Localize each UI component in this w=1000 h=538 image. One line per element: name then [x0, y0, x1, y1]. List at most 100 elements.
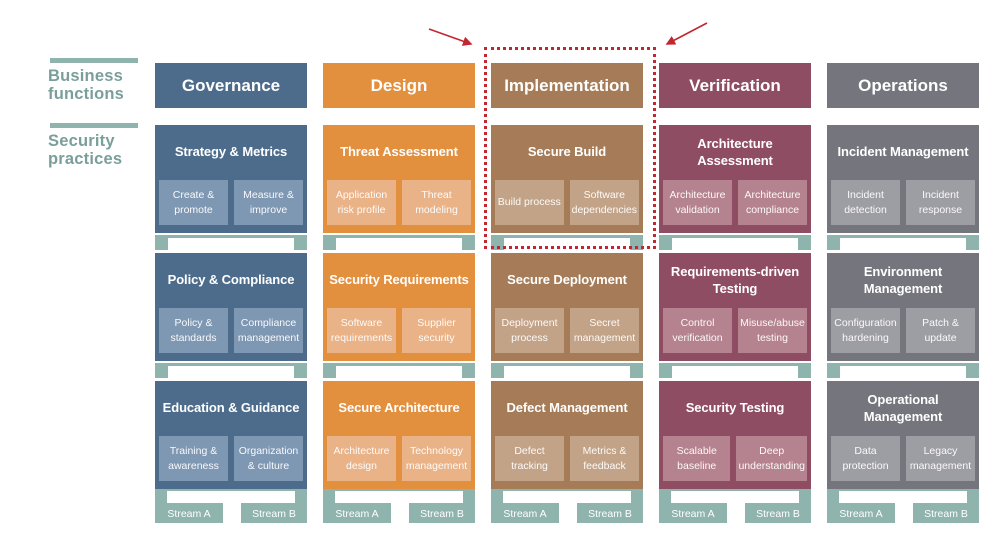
business-function-header: Verification	[659, 63, 811, 108]
activity-box: Build process	[495, 180, 564, 225]
activity-box: Training & awareness	[159, 436, 228, 481]
practice-card-2: Security Requirements Software requireme…	[323, 253, 475, 361]
activity-box: Control verification	[663, 308, 732, 353]
maturity-connector	[659, 363, 811, 378]
activity-box: Data protection	[831, 436, 900, 481]
stream-b-box: Stream B	[409, 504, 475, 523]
activity-box: Technology management	[402, 436, 471, 481]
stream-band: Stream A Stream B	[827, 489, 979, 523]
activity-row: Configuration hardening Patch & update	[827, 308, 979, 353]
practice-title: Secure Deployment	[507, 272, 627, 288]
activity-box: Architecture compliance	[738, 180, 807, 225]
stream-a-box: Stream A	[827, 504, 895, 523]
practice-title: Secure Build	[527, 144, 607, 160]
security-practices-text: Security practices	[48, 132, 123, 169]
stream-band: Stream A Stream B	[491, 489, 643, 523]
practice-card-2: Environment Management Configuration har…	[827, 253, 979, 361]
activity-row: Policy & standards Compliance management	[155, 308, 307, 353]
maturity-connector	[491, 363, 643, 378]
connector-inset	[840, 366, 966, 378]
activity-box: Configuration hardening	[831, 308, 900, 353]
stream-strip	[671, 491, 799, 503]
stream-b-box: Stream B	[745, 504, 811, 523]
practice-title: Environment Management	[863, 263, 943, 296]
stream-a-box: Stream A	[491, 504, 559, 523]
activity-box: Threat modeling	[402, 180, 471, 225]
activity-box: Organization & culture	[234, 436, 303, 481]
practice-card-3: Education & Guidance Training & awarenes…	[155, 381, 307, 489]
practice-card-1: Architecture Assessment Architecture val…	[659, 125, 811, 233]
stream-strip	[335, 491, 463, 503]
activity-row: Scalable baseline Deep understanding	[659, 436, 811, 481]
maturity-connector	[659, 235, 811, 250]
right-arrow-icon	[665, 22, 708, 45]
activity-row: Create & promote Measure & improve	[155, 180, 307, 225]
activity-box: Patch & update	[906, 308, 975, 353]
activity-box: Incident detection	[831, 180, 900, 225]
connector-inset	[336, 366, 462, 378]
connector-inset	[672, 238, 798, 250]
connector-inset	[168, 366, 294, 378]
activity-row: Training & awareness Organization & cult…	[155, 436, 307, 481]
stream-band: Stream A Stream B	[155, 489, 307, 523]
activity-row: Architecture design Technology managemen…	[323, 436, 475, 481]
activity-row: Build process Software dependencies	[491, 180, 643, 225]
activity-box: Secret management	[570, 308, 639, 353]
activity-box: Architecture validation	[663, 180, 732, 225]
activity-box: Defect tracking	[495, 436, 564, 481]
practice-card-3: Security Testing Scalable baseline Deep …	[659, 381, 811, 489]
activity-box: Application risk profile	[327, 180, 396, 225]
connector-inset	[168, 238, 294, 250]
activity-row: Software requirements Supplier security	[323, 308, 475, 353]
samm-board: Governance Strategy & Metrics Create & p…	[155, 63, 979, 523]
maturity-connector	[155, 363, 307, 378]
maturity-connector	[323, 363, 475, 378]
practice-title: Incident Management	[837, 144, 969, 160]
practice-title: Education & Guidance	[162, 400, 300, 416]
stream-b-box: Stream B	[913, 504, 979, 523]
stream-strip	[167, 491, 295, 503]
business-functions-label: Business functions	[48, 58, 144, 104]
label-accent-bar	[50, 123, 138, 128]
activity-box: Software dependencies	[569, 180, 639, 225]
activity-row: Application risk profile Threat modeling	[323, 180, 475, 225]
activity-row: Defect tracking Metrics & feedback	[491, 436, 643, 481]
stream-strip	[839, 491, 967, 503]
label-accent-bar	[50, 58, 138, 63]
column-implementation: Implementation Secure Build Build proces…	[491, 63, 643, 523]
connector-inset	[504, 238, 630, 250]
business-function-header: Implementation	[491, 63, 643, 108]
practice-title: Strategy & Metrics	[174, 144, 288, 160]
practice-title: Security Testing	[685, 400, 785, 416]
activity-row: Architecture validation Architecture com…	[659, 180, 811, 225]
maturity-connector	[827, 235, 979, 250]
activity-row: Control verification Misuse/abuse testin…	[659, 308, 811, 353]
column-verification: Verification Architecture Assessment Arc…	[659, 63, 811, 523]
maturity-connector	[323, 235, 475, 250]
practice-card-1: Incident Management Incident detection I…	[827, 125, 979, 233]
activity-box: Software requirements	[327, 308, 396, 353]
practice-title: Security Requirements	[329, 272, 469, 288]
practice-card-2: Policy & Compliance Policy & standards C…	[155, 253, 307, 361]
business-function-header: Governance	[155, 63, 307, 108]
practice-title: Operational Management	[863, 391, 943, 424]
activity-box: Supplier security	[402, 308, 471, 353]
column-operations: Operations Incident Management Incident …	[827, 63, 979, 523]
stream-a-box: Stream A	[323, 504, 391, 523]
column-design: Design Threat Assessment Application ris…	[323, 63, 475, 523]
activity-box: Create & promote	[159, 180, 228, 225]
practice-card-1: Strategy & Metrics Create & promote Meas…	[155, 125, 307, 233]
activity-box: Incident response	[906, 180, 975, 225]
activity-box: Scalable baseline	[663, 436, 731, 481]
activity-box: Compliance management	[234, 308, 303, 353]
business-function-header: Operations	[827, 63, 979, 108]
activity-box: Misuse/abuse testing	[738, 308, 807, 353]
stream-b-box: Stream B	[577, 504, 643, 523]
maturity-connector	[827, 363, 979, 378]
practice-title: Threat Assessment	[340, 144, 458, 160]
business-functions-text: Business functions	[48, 67, 125, 104]
practice-card-2: Secure Deployment Deployment process Sec…	[491, 253, 643, 361]
connector-inset	[504, 366, 630, 378]
activity-row: Incident detection Incident response	[827, 180, 979, 225]
